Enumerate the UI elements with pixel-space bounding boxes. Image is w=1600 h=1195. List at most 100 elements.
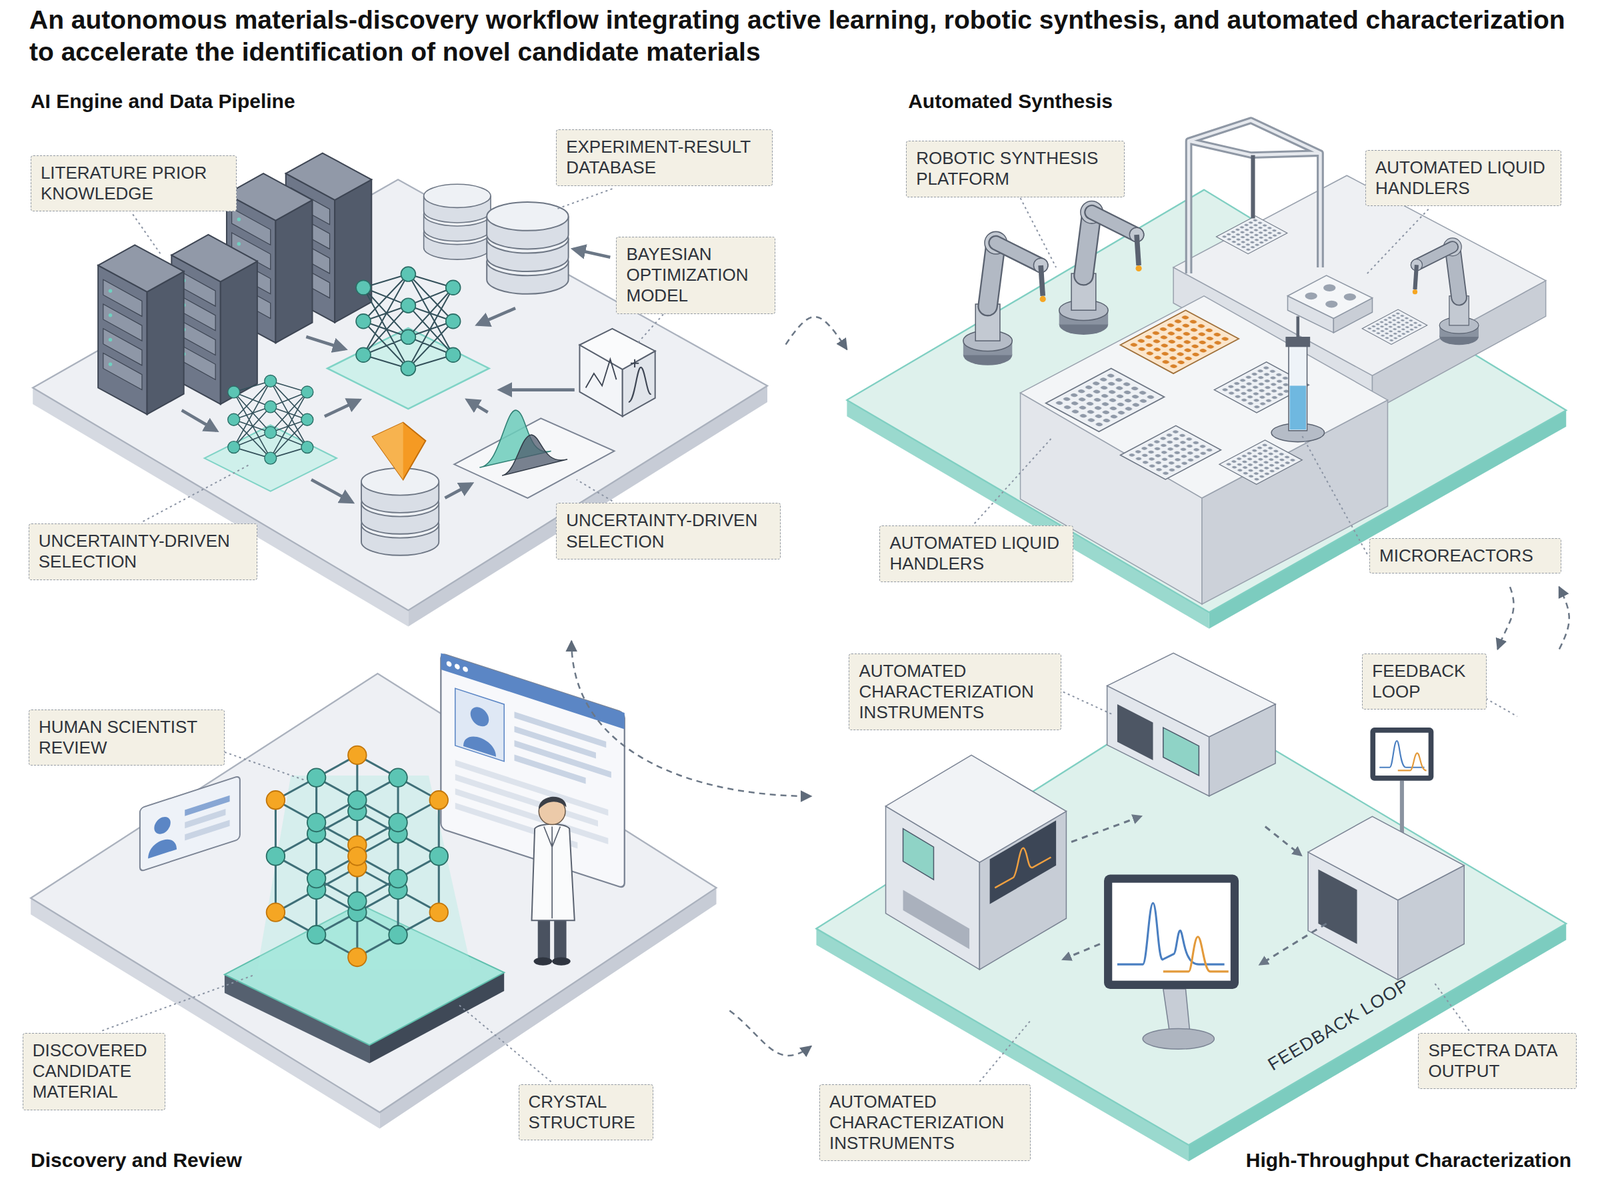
callout-text: SPECTRA DATA OUTPUT — [1428, 1040, 1566, 1082]
instrument-back-part — [1163, 727, 1200, 776]
bayesian-cube — [579, 328, 655, 417]
review-window-part — [455, 688, 504, 762]
callout-box: UNCERTAINTY-DRIVEN SELECTION — [28, 523, 258, 580]
callout-text: DISCOVERED CANDIDATE MATERIAL — [32, 1040, 156, 1103]
bayesian-cube-part — [586, 359, 617, 388]
leader-lines-part — [1367, 209, 1429, 274]
dashed-connector — [729, 1010, 811, 1056]
database-stacks-part — [424, 184, 491, 260]
callout-text: CRYSTAL STRUCTURE — [528, 1091, 644, 1133]
crystal-lattice-part-part — [348, 846, 367, 866]
crystal-lattice-part-part — [388, 813, 408, 832]
characterization-platform-part — [816, 696, 1566, 1145]
title-block: An autonomous materials-discovery workfl… — [29, 4, 1583, 69]
well-plates-part — [1120, 310, 1240, 374]
crystal-lattice-part-part — [266, 846, 286, 866]
crystal-lattice-part — [266, 768, 448, 944]
callout-text: EXPERIMENT-RESULT DATABASE — [566, 136, 763, 178]
leader-lines-part — [224, 752, 306, 781]
profile-card — [140, 775, 240, 872]
crystal-lattice-part-part — [348, 746, 367, 765]
review-window-part — [470, 704, 490, 729]
scientist-figure-part — [538, 796, 566, 810]
callout-text: UNCERTAINTY-DRIVEN SELECTION — [38, 530, 248, 572]
review-window-part — [455, 759, 609, 816]
leader-lines-part — [1020, 198, 1057, 268]
instrument-right-part — [1318, 869, 1357, 944]
pipeline-arrows-part — [500, 388, 575, 392]
network-icons-part — [204, 374, 337, 491]
scientist-figure-part — [552, 956, 571, 965]
loop-arrows-part — [1063, 944, 1100, 960]
leader-lines-part — [1063, 692, 1112, 715]
spectra-monitor-part — [1112, 882, 1231, 981]
crystal-lattice-part-part — [266, 902, 286, 922]
instrument-left-part — [990, 820, 1056, 904]
pipeline-arrows-part — [311, 479, 352, 502]
instrument-right — [1308, 727, 1464, 980]
crystal-lattice — [266, 746, 448, 967]
label-wrap: FEEDBACK LOOP — [1264, 974, 1414, 1075]
callout-box: AUTOMATED CHARACTERIZATION INSTRUMENTS — [848, 653, 1061, 731]
pipeline-arrows-part — [306, 336, 345, 349]
dashed-connector — [1497, 586, 1514, 649]
platform-panel: Automated SynthesisROBOTIC SYNTHESIS PLA… — [846, 81, 1580, 587]
crystal-lattice-part-part — [388, 925, 408, 944]
panel-heading-wrap: Automated Synthesis — [908, 90, 1113, 113]
pipeline-arrows-part — [324, 400, 360, 416]
liquid-handler-box-part — [1323, 284, 1336, 292]
leader-lines-part — [556, 188, 612, 210]
review-window-part — [446, 660, 452, 668]
database-stacks-part — [361, 468, 439, 556]
candidate-gem — [372, 422, 426, 480]
platform-panel: Discovery and ReviewHUMAN SCIENTIST REVI… — [15, 649, 730, 1180]
pipeline-arrows-part — [477, 308, 516, 324]
right-arm-part — [1362, 309, 1428, 344]
spectrum-plate-part — [502, 434, 568, 476]
callout-box: AUTOMATED LIQUID HANDLERS — [879, 525, 1074, 582]
crystal-lattice-part-part — [348, 790, 367, 810]
panel-heading: AI Engine and Data Pipeline — [30, 90, 296, 113]
callout-box: HUMAN SCIENTIST REVIEW — [28, 709, 225, 766]
liquid-handler-box-part — [1305, 292, 1318, 300]
microreactor-part — [1285, 336, 1310, 347]
leader-lines-part — [132, 214, 162, 255]
liquid-handler-box — [1287, 275, 1372, 333]
scientist-figure — [532, 796, 575, 966]
spectra-monitor-part — [1142, 1028, 1214, 1050]
profile-card-part — [154, 814, 170, 836]
bayesian-cube-part — [628, 367, 652, 402]
crystal-lattice-part-part — [348, 891, 367, 910]
microreactor — [1271, 316, 1325, 442]
callout-text: AUTOMATED CHARACTERIZATION INSTRUMENTS — [858, 660, 1051, 724]
leader-lines-part — [576, 479, 613, 501]
scientist-figure-part — [534, 956, 553, 965]
gantry-frame-part — [1188, 120, 1320, 274]
callout-box: ROBOTIC SYNTHESIS PLATFORM — [906, 140, 1125, 197]
spectrum-plate — [454, 410, 614, 498]
callout-box: FEEDBACK LOOP — [1362, 653, 1487, 710]
leader-lines-part — [638, 314, 664, 343]
crystal-lattice-part-part — [429, 846, 448, 866]
gantry-frame-part — [1188, 120, 1320, 274]
crystal-lattice-part — [266, 746, 448, 967]
panel-heading-wrap: AI Engine and Data Pipeline — [30, 90, 296, 113]
instrument-right-part — [1398, 752, 1427, 770]
crystal-lattice-part — [275, 754, 439, 957]
robot-arms-part — [963, 231, 1048, 365]
callout-box: LITERATURE PRIOR KNOWLEDGE — [30, 155, 237, 212]
platform-panel: High-Throughput CharacterizationAUTOMATE… — [811, 649, 1582, 1180]
callout-box: MICROREACTORS — [1369, 538, 1562, 574]
instrument-back-part — [1117, 704, 1154, 760]
well-plates-part — [1120, 425, 1222, 480]
pipeline-arrows-part — [444, 483, 472, 498]
pipeline-arrows-part — [467, 400, 488, 412]
crystal-lattice-part-part — [429, 902, 448, 922]
leader-lines — [102, 188, 1518, 1082]
review-window-part — [454, 663, 460, 670]
panel-heading: Automated Synthesis — [908, 90, 1113, 113]
server-racks-part — [98, 244, 184, 414]
microreactor-part — [1288, 344, 1308, 431]
crystal-lattice-part-part — [266, 790, 286, 810]
database-stacks-part — [486, 202, 568, 294]
